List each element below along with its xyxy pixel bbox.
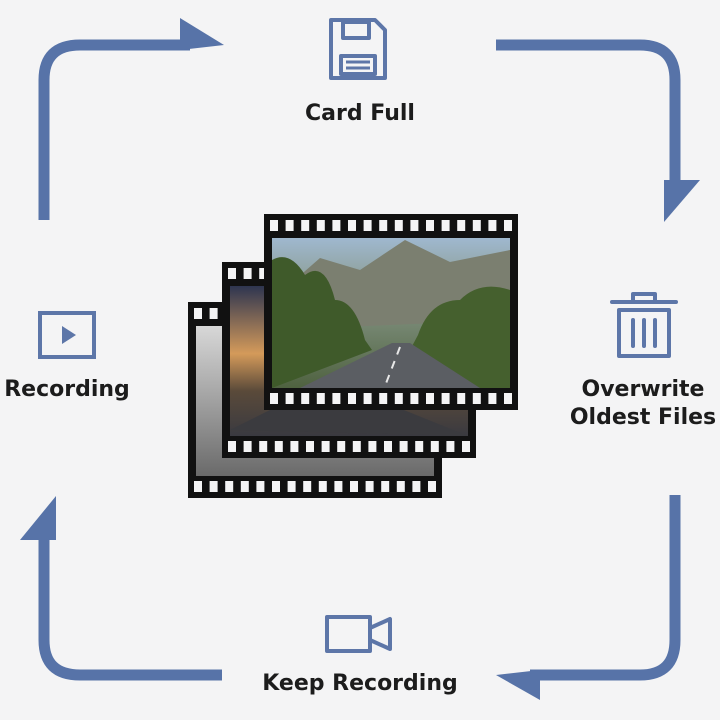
arrowhead-top-right [664,180,700,222]
sprocket-hole [504,393,512,404]
sprocket-hole [337,441,346,452]
sprocket-hole [457,393,466,404]
sprocket-hole [365,481,374,492]
sprocket-hole [457,220,466,231]
sprocket-hole [256,481,265,492]
sprocket-hole [332,220,341,231]
sprocket-hole [318,481,327,492]
arrow-bottom-right [530,495,681,681]
sprocket-hole [381,481,390,492]
sprocket-hole [396,481,405,492]
sprocket-hole [285,393,294,404]
sprocket-hole [306,441,314,452]
sprocket-hole [462,441,470,452]
trash-can-icon [610,292,678,358]
arrow-top-left [38,39,190,220]
sprocket-hole [399,441,408,452]
sprocket-hole [441,393,450,404]
sprocket-hole [352,441,361,452]
sprocket-hole [301,393,310,404]
sprocket-hole [446,441,455,452]
sprocket-hole [348,393,356,404]
sprocket-hole [228,441,236,452]
sprocket-hole [316,393,325,404]
overwrite-oldest-files-label: Overwrite Oldest Files [566,376,720,432]
video-camera-icon [325,615,392,653]
arrowhead-bottom-right [496,670,540,700]
sprocket-hole [243,268,252,279]
card-full-label: Card Full [305,101,415,126]
sprocket-hole [274,441,283,452]
sprocket-hole [384,441,392,452]
sprocket-hole [270,393,278,404]
sprocket-hole [316,220,325,231]
sprocket-hole [272,481,280,492]
sprocket-hole [379,393,388,404]
sprocket-hole [287,481,296,492]
sprocket-hole [303,481,312,492]
overwrite-label-line-2: Oldest Files [569,405,717,430]
sprocket-hole [270,220,278,231]
arrowhead-bottom-left [20,496,56,540]
arrowhead-top-left [180,18,224,50]
sprocket-hole [301,220,310,231]
sprocket-hole [332,393,341,404]
sprocket-hole [394,393,403,404]
sprocket-hole [488,393,497,404]
sprocket-hole [368,441,377,452]
sprocket-hole [194,308,202,319]
sprocket-hole [379,220,388,231]
sprocket-hole [334,481,343,492]
sprocket-hole [285,220,294,231]
sprocket-hole [394,220,403,231]
sprocket-hole [259,441,268,452]
sprocket-hole [410,393,419,404]
film-strip-stack-icon [188,214,518,498]
sprocket-hole [415,441,424,452]
sprocket-hole [426,393,434,404]
floppy-disk-icon [329,18,387,80]
sprocket-hole [363,220,372,231]
sprocket-hole [194,481,202,492]
sprocket-hole [243,441,252,452]
sprocket-hole [504,220,512,231]
sprocket-hole [225,481,234,492]
sprocket-hole [240,481,249,492]
sprocket-hole [428,481,436,492]
sprocket-hole [350,481,358,492]
sprocket-hole [290,441,299,452]
sprocket-hole [441,220,450,231]
play-button-icon [38,311,96,359]
sprocket-hole [209,481,218,492]
sprocket-hole [488,220,497,231]
sprocket-hole [348,220,356,231]
overwrite-label-line-1: Overwrite [581,377,705,402]
recording-label: Recording [4,377,130,402]
film-frame-front [264,214,518,410]
sprocket-hole [412,481,421,492]
sprocket-hole [209,308,218,319]
arrow-top-right [496,39,681,185]
arrow-bottom-left [38,532,222,681]
sprocket-hole [321,441,330,452]
sprocket-hole [472,220,481,231]
sprocket-hole [259,268,268,279]
sprocket-hole [430,441,439,452]
sprocket-hole [426,220,434,231]
keep-recording-label: Keep Recording [262,671,458,696]
sprocket-hole [363,393,372,404]
sprocket-hole [410,220,419,231]
sprocket-hole [472,393,481,404]
sprocket-hole [228,268,236,279]
